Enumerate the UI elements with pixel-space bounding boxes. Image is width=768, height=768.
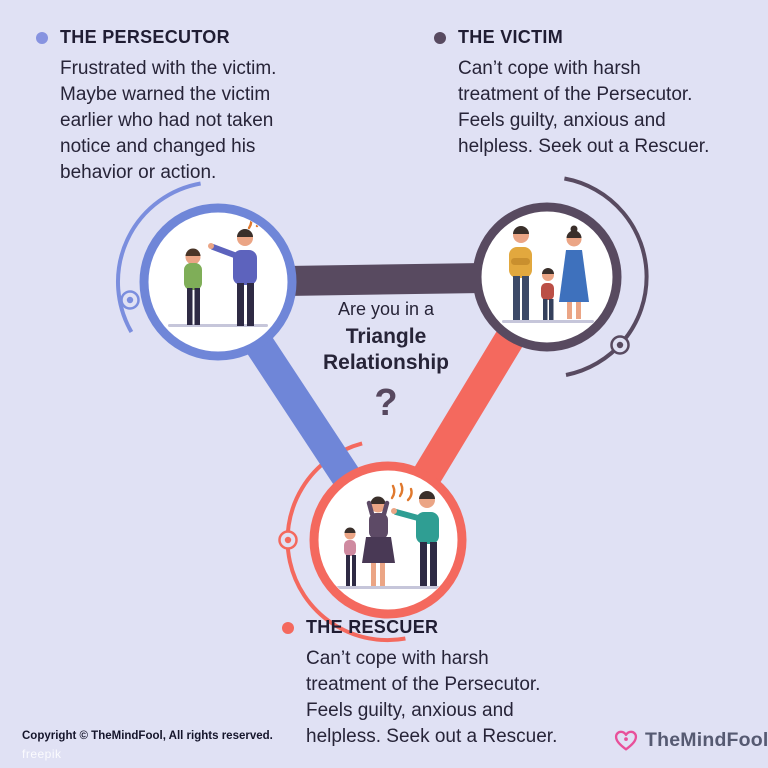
victim-arc-target-icon — [610, 335, 630, 355]
scolding-man-figure — [391, 491, 439, 586]
rescuer-bullet-icon — [282, 622, 294, 634]
persecutor-bullet-icon — [36, 32, 48, 44]
center-question-text: Are you in a Triangle Relationship — [283, 299, 489, 375]
anger-squiggles-icon — [390, 482, 413, 502]
persecutor-text-block: THE PERSECUTOR Frustrated with the victi… — [36, 27, 336, 187]
center-question-line-2: Triangle — [345, 325, 427, 348]
brand-logo: TheMindFool — [612, 726, 768, 754]
rescuer-description: Can’t cope with harsh treatment of the P… — [306, 647, 558, 748]
persecutor-node-circle — [139, 203, 297, 361]
persecutor-arc-target-icon — [120, 290, 140, 310]
rescuer-arc-target-icon — [278, 530, 298, 550]
father-figure — [509, 226, 532, 320]
hugging-child-figure — [344, 527, 356, 586]
center-question-line-3: Relationship — [322, 350, 449, 374]
child-figure — [541, 268, 554, 320]
victim-arc — [564, 176, 649, 377]
rescuer-text-block: THE RESCUER Can’t cope with harsh treatm… — [282, 617, 592, 750]
victim-text-block: THE VICTIM Can’t cope with harsh treatme… — [434, 27, 734, 160]
mother-figure — [559, 225, 589, 319]
distressed-woman-figure — [362, 496, 395, 586]
question-mark: ? — [374, 382, 398, 424]
victim-title: THE VICTIM — [458, 27, 563, 47]
rescuer-title: THE RESCUER — [306, 617, 439, 637]
angry-man-figure — [208, 229, 257, 326]
copyright-text: Copyright © TheMindFool, All rights rese… — [22, 730, 273, 742]
victim-illustration — [502, 225, 594, 323]
persecutor-arc — [116, 181, 201, 333]
center-question-line-1: Are you in a — [337, 299, 435, 319]
victim-bullet-icon — [434, 32, 446, 44]
rescuer-illustration — [336, 482, 440, 589]
brand-name-text: TheMindFool — [645, 728, 768, 751]
persecutor-illustration — [168, 213, 270, 327]
scolded-girl-figure — [184, 248, 202, 325]
themindfool-heart-icon — [612, 726, 640, 754]
persecutor-title: THE PERSECUTOR — [60, 27, 230, 47]
persecutor-description: Frustrated with the victim. Maybe warned… — [60, 57, 277, 184]
freepik-watermark: freepik — [22, 747, 62, 761]
victim-description: Can’t cope with harsh treatment of the P… — [458, 57, 710, 158]
